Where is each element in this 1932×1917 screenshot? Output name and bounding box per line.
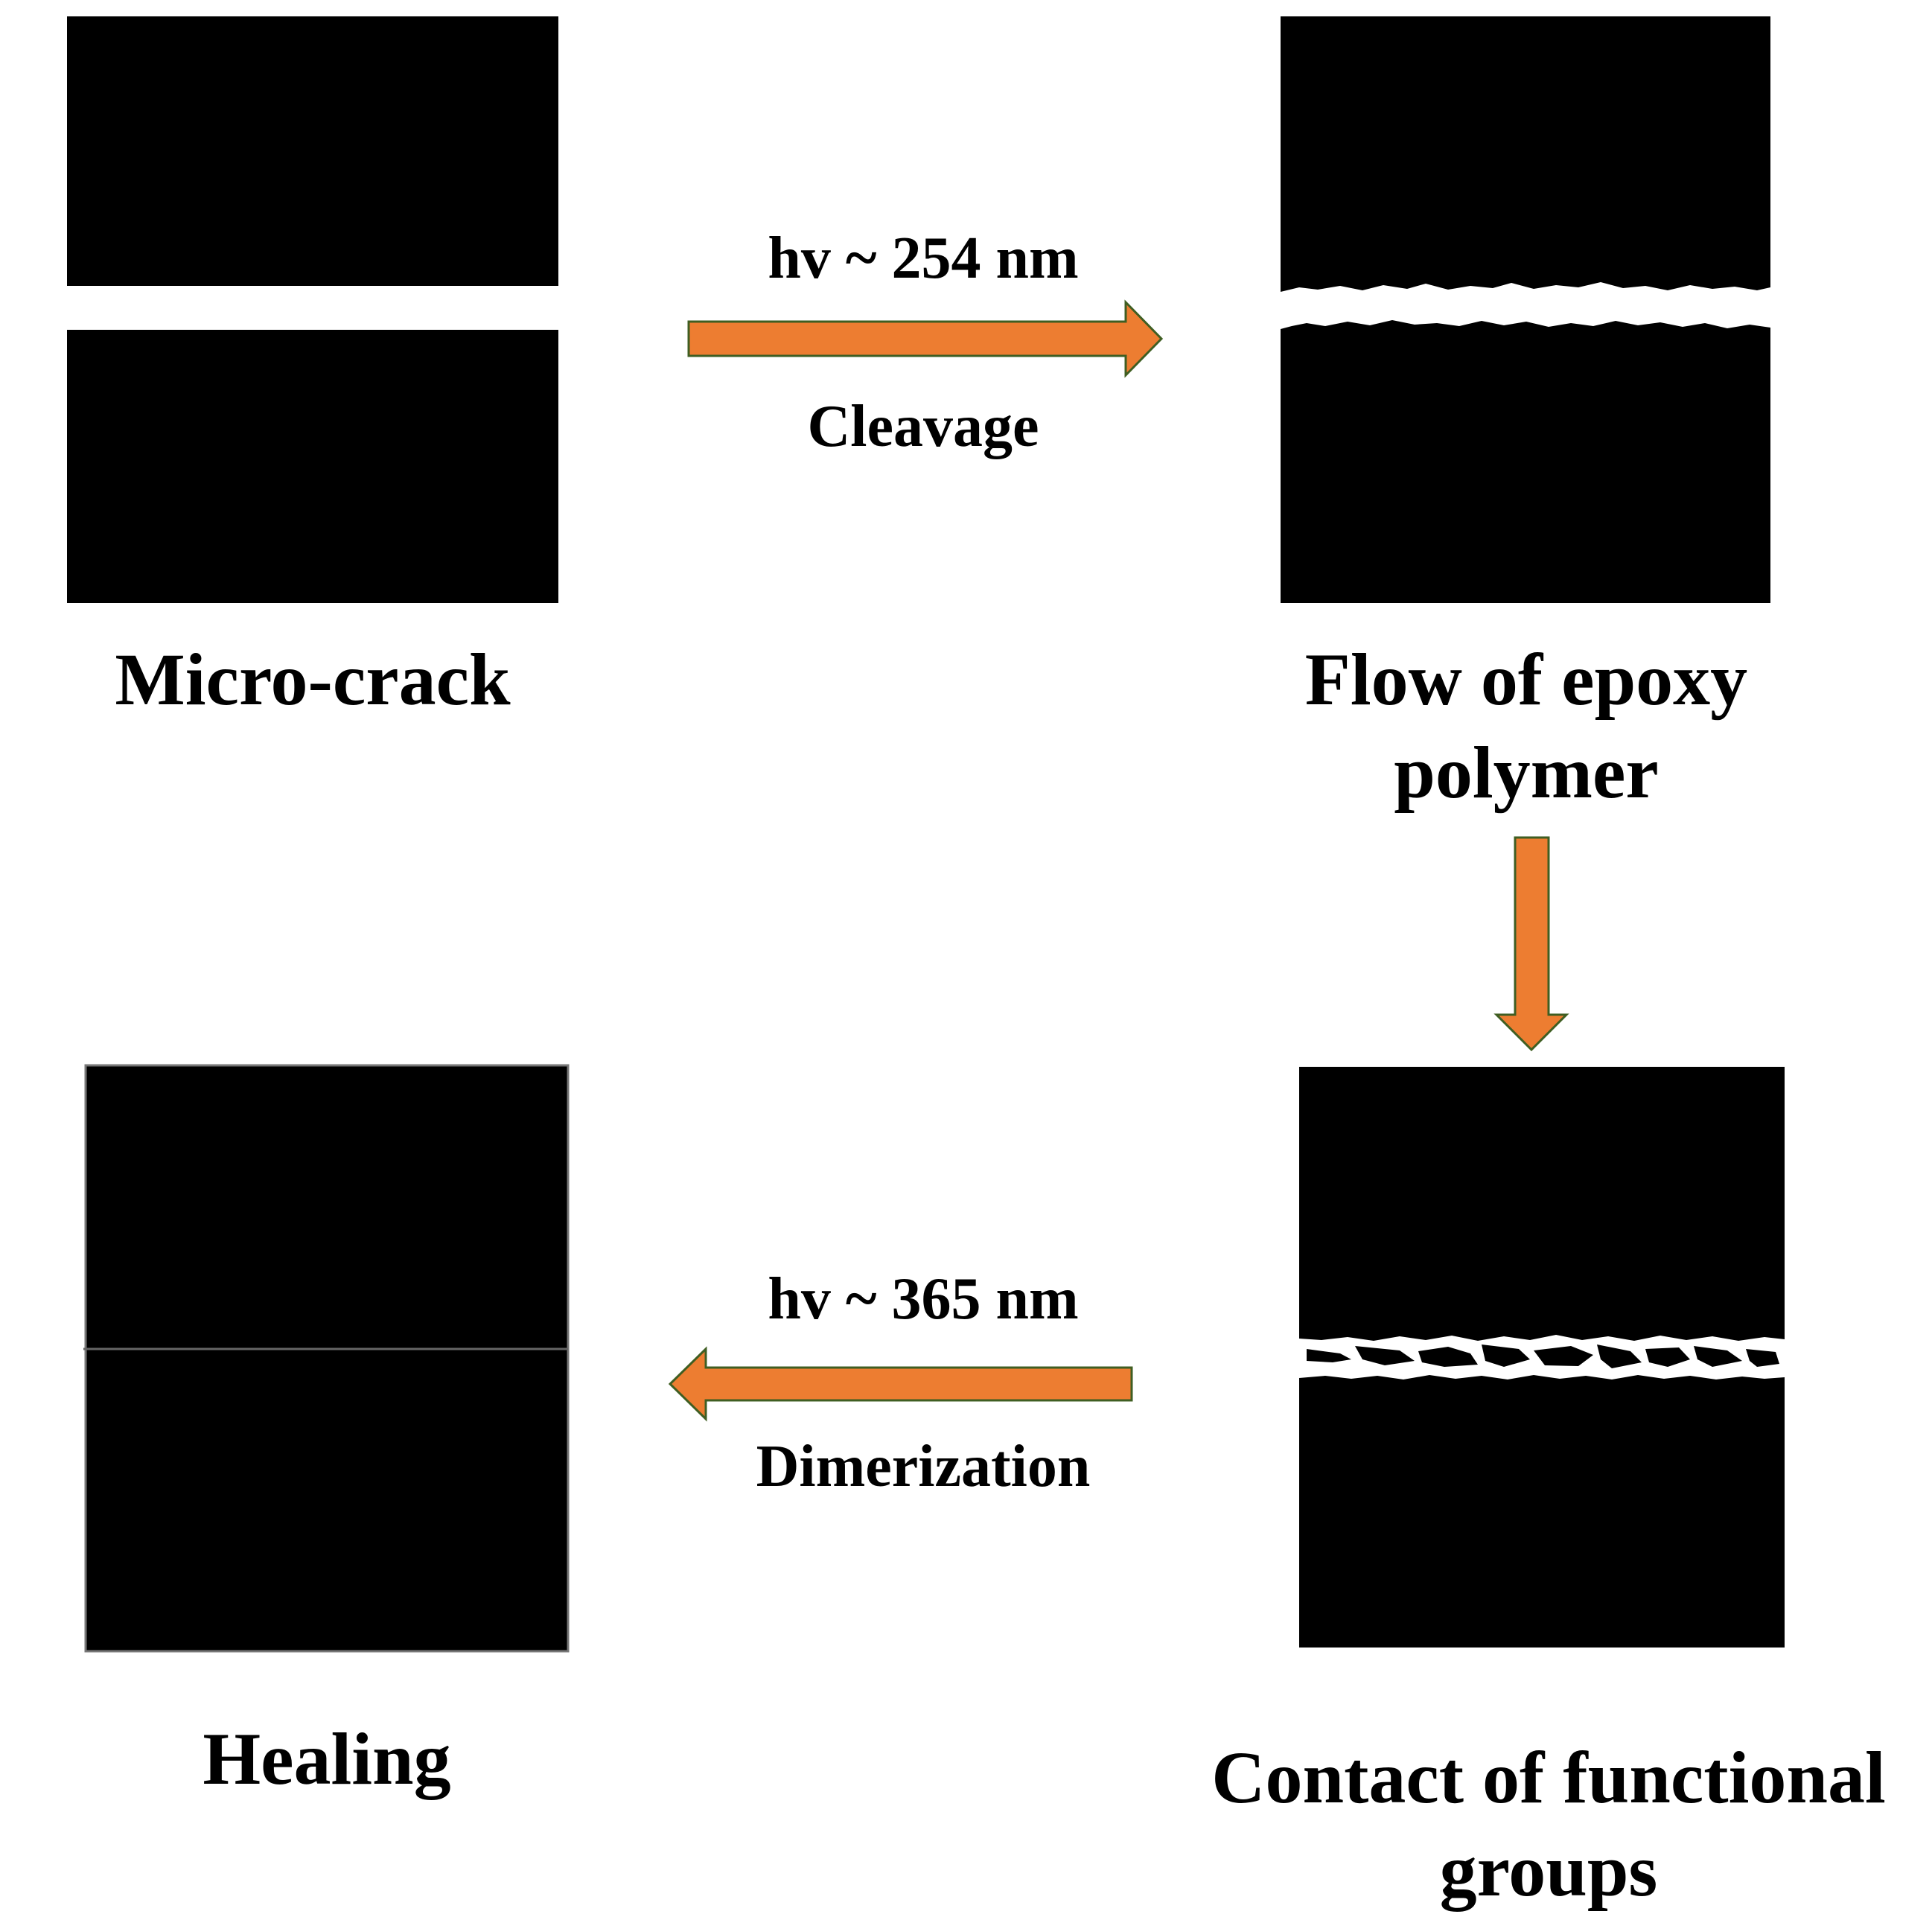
healing-label-line: Healing: [203, 1717, 451, 1800]
stage-healing-graphic: [83, 1064, 570, 1653]
flow-label-line-2: polymer: [1394, 731, 1659, 814]
cleavage-arrow: [687, 299, 1164, 378]
stage-contact-graphic: [1299, 1067, 1785, 1648]
flow-label: Flow of epoxy polymer: [1228, 633, 1824, 819]
contact-label-line-1: Contact of functional: [1211, 1736, 1886, 1819]
stage-micro-crack-graphic: [67, 16, 558, 603]
stage-flow-graphic: [1281, 16, 1770, 603]
micro-crack-lower-block: [67, 330, 558, 603]
healing-block: [84, 1064, 570, 1653]
contact-bridges: [1307, 1345, 1779, 1368]
healing-label: Healing: [86, 1712, 568, 1805]
micro-crack-upper-block: [67, 16, 558, 286]
micro-crack-label: Micro-crack: [67, 633, 558, 726]
cleavage-label: Cleavage: [807, 394, 1039, 459]
contact-label: Contact of functional groups: [1176, 1731, 1921, 1917]
cleavage-wavelength-label: hv ~ 254 nm: [768, 226, 1079, 291]
contact-label-line-2: groups: [1439, 1829, 1658, 1912]
micro-crack-label-line: Micro-crack: [115, 638, 511, 721]
down-arrow: [1493, 836, 1569, 1052]
dimerization-wavelength-label: hv ~ 365 nm: [768, 1266, 1079, 1332]
flow-label-line-1: Flow of epoxy: [1304, 638, 1748, 721]
dimerization-label: Dimerization: [756, 1434, 1091, 1499]
flow-crack: [1281, 282, 1770, 329]
dimerization-arrow: [668, 1346, 1133, 1422]
